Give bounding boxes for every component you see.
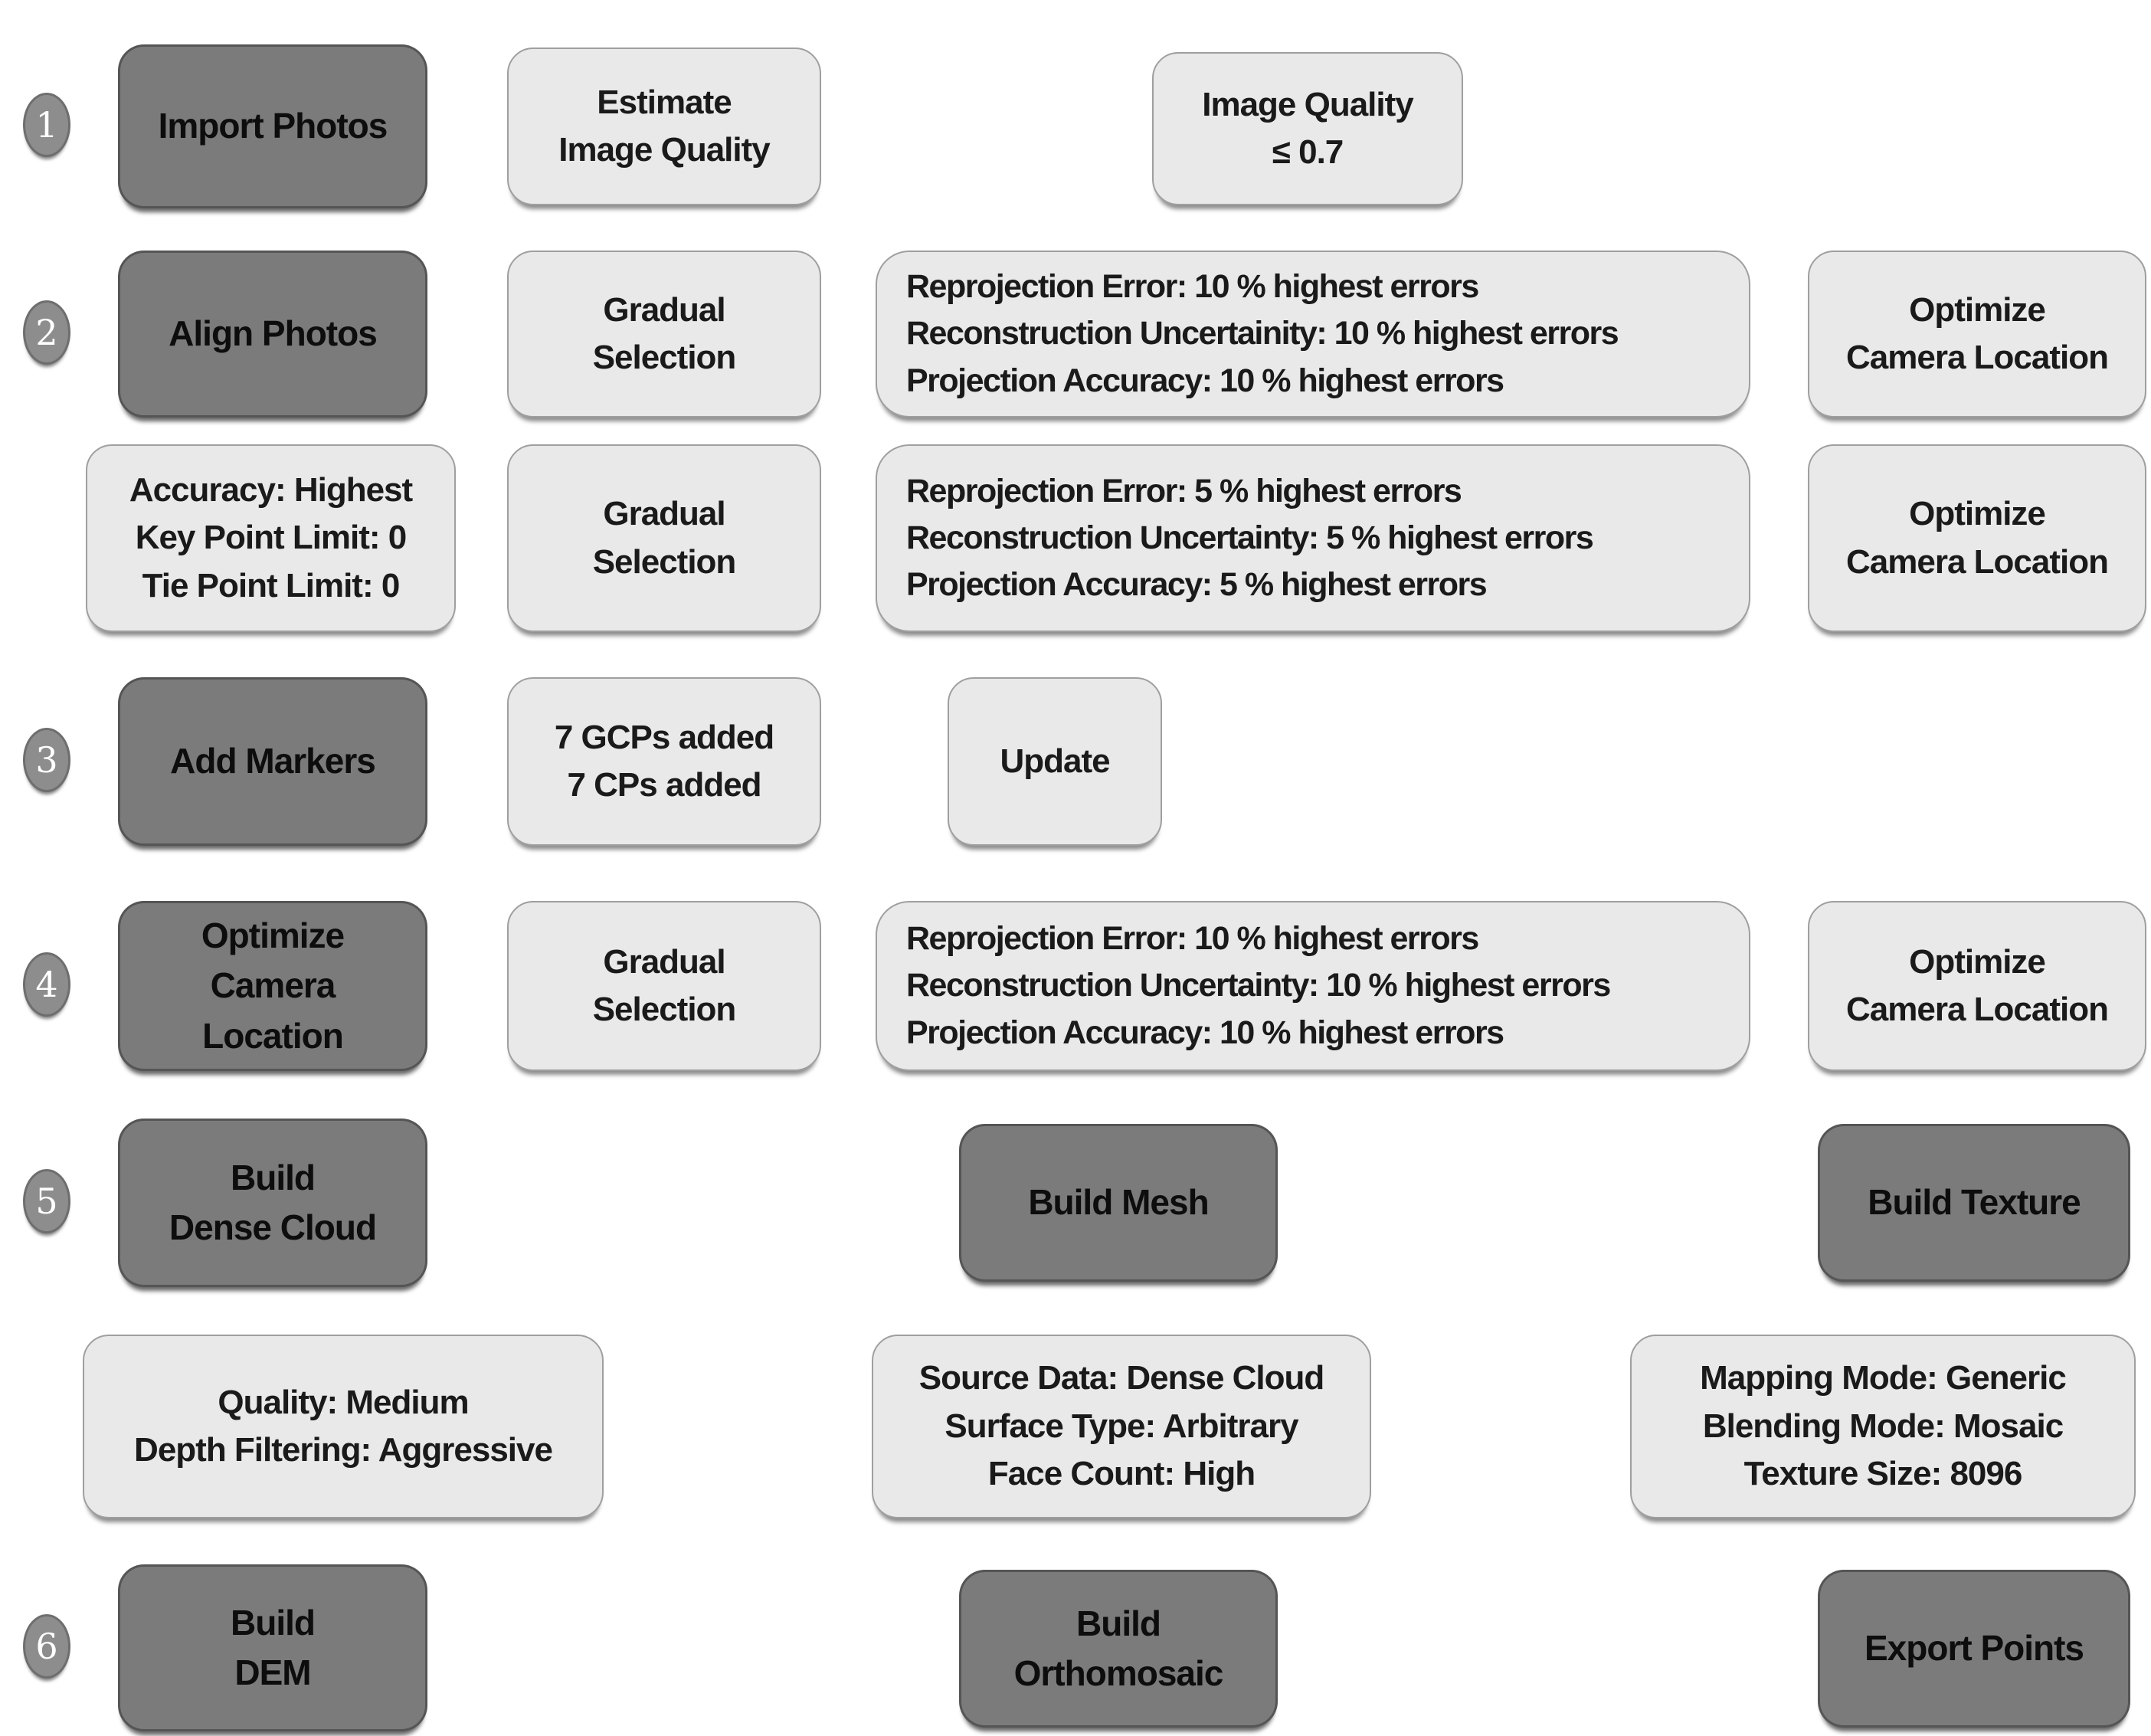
optimize-camera-location-step: Optimize Camera Location — [118, 901, 427, 1071]
export-points-step: Export Points — [1818, 1570, 2130, 1728]
mesh-settings-box: Source Data: Dense Cloud Surface Type: A… — [872, 1335, 1371, 1518]
alignment-settings-box: Accuracy: Highest Key Point Limit: 0 Tie… — [86, 444, 456, 632]
build-texture-step: Build Texture — [1818, 1124, 2130, 1282]
gradual-selection-box-3: Gradual Selection — [507, 901, 821, 1071]
alignment-criteria-box-1: Reprojection Error: 10 % highest errors … — [876, 251, 1750, 418]
estimate-image-quality-box: Estimate Image Quality — [507, 47, 821, 205]
step-1-badge: 1 — [23, 93, 70, 157]
alignment-criteria-box-2: Reprojection Error: 5 % highest errors R… — [876, 444, 1750, 632]
step-4-number: 4 — [35, 964, 58, 1005]
build-orthomosaic-step: Build Orthomosaic — [959, 1570, 1278, 1728]
step-6-badge: 6 — [23, 1614, 70, 1679]
align-photos-step: Align Photos — [118, 251, 427, 418]
optimize-camera-location-box-3: Optimize Camera Location — [1808, 901, 2146, 1071]
optimize-camera-location-box-1: Optimize Camera Location — [1808, 251, 2146, 418]
dense-cloud-settings-box: Quality: Medium Depth Filtering: Aggress… — [83, 1335, 604, 1518]
update-box: Update — [948, 677, 1162, 846]
step-3-badge: 3 — [23, 728, 70, 792]
step-4-badge: 4 — [23, 952, 70, 1017]
build-dem-step: Build DEM — [118, 1564, 427, 1731]
image-quality-threshold-box: Image Quality ≤ 0.7 — [1152, 52, 1463, 205]
step-5-number: 5 — [35, 1181, 58, 1222]
texture-settings-box: Mapping Mode: Generic Blending Mode: Mos… — [1630, 1335, 2136, 1518]
add-markers-step: Add Markers — [118, 677, 427, 846]
step-3-number: 3 — [35, 739, 58, 781]
step-2-badge: 2 — [23, 300, 70, 365]
step-6-number: 6 — [35, 1626, 58, 1667]
gradual-selection-box-1: Gradual Selection — [507, 251, 821, 418]
step-5-badge: 5 — [23, 1169, 70, 1233]
alignment-criteria-box-3: Reprojection Error: 10 % highest errors … — [876, 901, 1750, 1071]
step-2-number: 2 — [35, 312, 58, 353]
gradual-selection-box-2: Gradual Selection — [507, 444, 821, 632]
optimize-camera-location-box-2: Optimize Camera Location — [1808, 444, 2146, 632]
step-1-number: 1 — [35, 104, 58, 146]
build-mesh-step: Build Mesh — [959, 1124, 1278, 1282]
build-dense-cloud-step: Build Dense Cloud — [118, 1119, 427, 1287]
import-photos-step: Import Photos — [118, 44, 427, 208]
markers-added-box: 7 GCPs added 7 CPs added — [507, 677, 821, 846]
